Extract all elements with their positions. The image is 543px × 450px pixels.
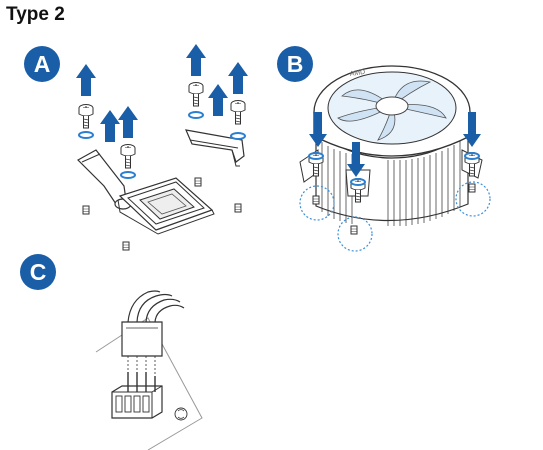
- step-b-badge: B: [277, 46, 313, 82]
- up-arrow-icon: [100, 110, 120, 142]
- section-a-retention-module: [76, 44, 248, 251]
- section-b-cooler: AMD: [299, 65, 491, 252]
- section-c-fan-connector: [95, 290, 203, 450]
- up-arrow-icon: [208, 84, 228, 116]
- up-arrow-icon: [228, 62, 248, 94]
- standoff-highlight: [337, 216, 373, 252]
- fan-icon: [174, 407, 188, 421]
- cooler-brand-label: AMD: [349, 69, 365, 78]
- step-c-badge: C: [20, 254, 56, 290]
- page-title: Type 2: [6, 4, 65, 25]
- standoff-highlight: [299, 185, 335, 221]
- up-arrow-icon: [118, 106, 138, 138]
- up-arrow-icon: [76, 64, 96, 96]
- up-arrow-icon: [186, 44, 206, 76]
- step-a-badge: A: [24, 46, 60, 82]
- standoff-highlight: [455, 181, 491, 217]
